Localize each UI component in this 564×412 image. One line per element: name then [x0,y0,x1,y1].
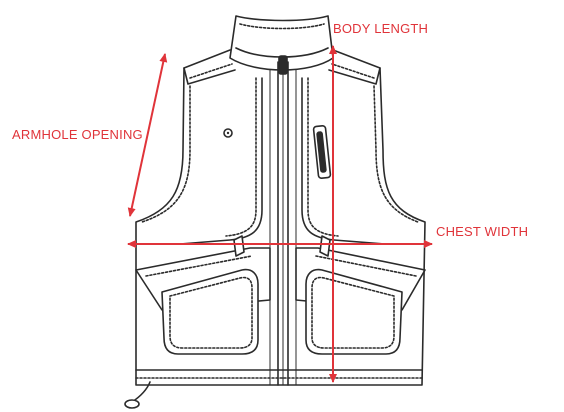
cord-toggle-icon [124,399,140,409]
chest-pocket-zip-icon [316,131,327,173]
vest-garment [124,15,426,409]
right-pocket-stitch [311,276,395,349]
left-pocket-stitch [169,276,253,349]
right-shoulder-yoke [328,67,381,85]
left-lower-panel [135,247,271,311]
left-front-panel-line [179,77,263,245]
right-pocket-zip-icon [319,235,331,257]
left-lower-panel-stitch [145,255,253,277]
button-hole-icon [226,131,230,135]
armhole-opening-arrow [127,53,168,217]
left-armhole-stitch [141,85,191,223]
left-panel-stitch [225,77,257,237]
right-armhole-stitch [373,85,419,223]
chest-width-label: CHEST WIDTH [436,224,529,239]
left-pocket-zip-icon [233,235,245,257]
left-yoke-stitch [189,63,233,79]
zipper-pull-icon [278,55,288,75]
right-yoke-stitch [331,63,375,79]
left-patch-pocket [161,268,259,355]
right-panel-stitch [307,77,339,237]
collar-inner-stitch [239,23,325,30]
measurement-lines [127,45,433,383]
armhole-opening-label: ARMHOLE OPENING [12,127,143,142]
left-shoulder-yoke [183,67,236,85]
body-length-label: BODY LENGTH [333,21,429,36]
